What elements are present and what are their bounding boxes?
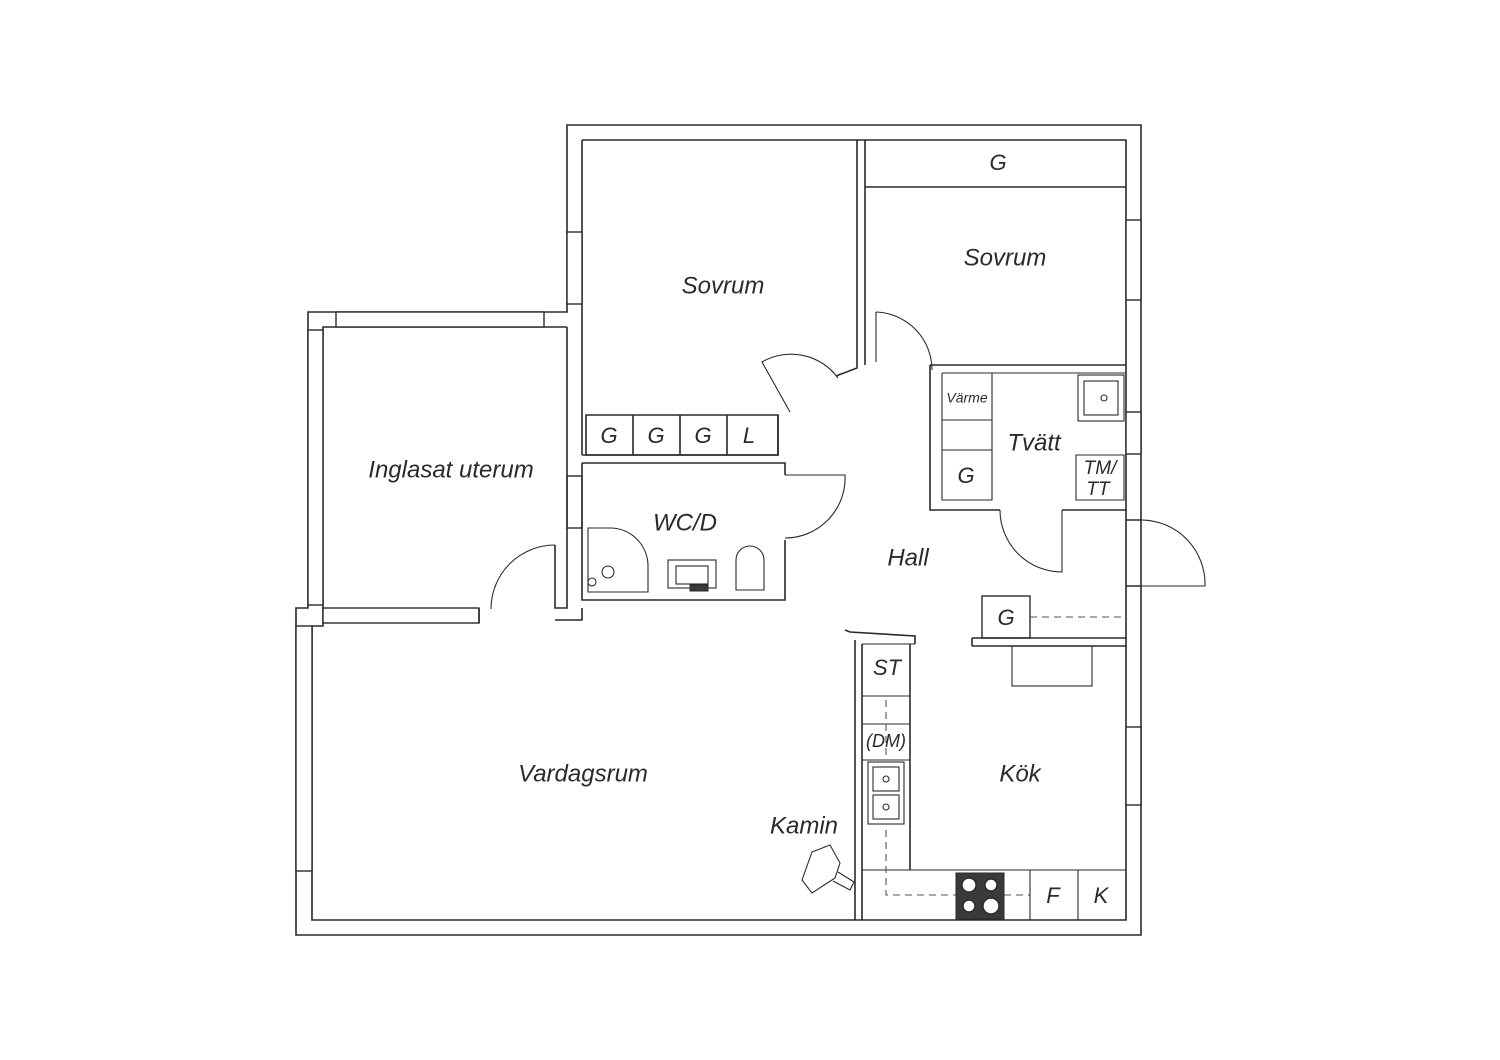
label-st: ST xyxy=(873,655,903,680)
kitchen-sink-icon xyxy=(867,761,905,825)
room-label-tvatt: Tvätt xyxy=(1007,429,1062,456)
window xyxy=(1125,411,1142,455)
kitchen-counter xyxy=(862,643,1126,871)
label-hall-wardrobe: G xyxy=(997,605,1014,630)
shower-drain-icon xyxy=(601,565,615,579)
sovrum-left-door-swing xyxy=(761,353,839,413)
fireplace-icon xyxy=(801,844,855,894)
tvatt-walls xyxy=(929,365,1126,511)
burner-icon xyxy=(962,899,976,913)
burner-icon xyxy=(982,897,1000,915)
label-dm: (DM) xyxy=(866,731,906,751)
burner-icon xyxy=(984,878,998,892)
kitchen-sink-basin-2 xyxy=(872,794,900,820)
room-label-sovrum-left: Sovrum xyxy=(682,272,765,299)
kitchen-sink-basin-1 xyxy=(872,766,900,792)
window xyxy=(566,475,583,529)
label-f: F xyxy=(1046,883,1061,908)
window xyxy=(566,231,583,305)
wc-walls xyxy=(581,462,786,601)
label-tm-tt-2: TT xyxy=(1086,479,1111,500)
room-label-hall: Hall xyxy=(887,544,929,571)
sovrum-right-door-swing xyxy=(875,311,933,371)
window xyxy=(1125,219,1142,301)
toilet-icon xyxy=(735,545,765,591)
room-label-wc-d: WC/D xyxy=(653,509,717,536)
label-linen: L xyxy=(743,423,755,448)
label-wardrobe-3: G xyxy=(694,423,711,448)
label-wardrobe-2: G xyxy=(647,423,664,448)
counter-dashed xyxy=(885,700,956,896)
sink-basin-icon xyxy=(675,565,709,585)
room-label-vardagsrum: Vardagsrum xyxy=(518,760,648,787)
shower-icon xyxy=(587,527,649,593)
label-k: K xyxy=(1094,883,1110,908)
wardrobe-row xyxy=(585,414,779,456)
burner-icon xyxy=(961,877,977,893)
label-tvatt-wardrobe: G xyxy=(957,463,974,488)
window-uterum-top xyxy=(335,311,545,328)
label-wardrobe-1: G xyxy=(600,423,617,448)
room-label-kok: Kök xyxy=(999,760,1042,787)
entry-wall xyxy=(1126,519,1141,587)
tm-tt-box xyxy=(1075,454,1125,501)
label-kamin: Kamin xyxy=(770,812,838,839)
utility-sink-basin-icon xyxy=(1083,380,1119,416)
window-uterum-bottom xyxy=(322,607,480,624)
tvatt-door-swing xyxy=(999,509,1063,573)
kitchen-wall xyxy=(844,629,916,920)
fridge-freezer-box xyxy=(1029,870,1079,920)
drain-icon xyxy=(882,775,890,783)
label-wardrobe-top-right: G xyxy=(989,150,1006,175)
room-label-sovrum-right: Sovrum xyxy=(964,244,1047,271)
label-tm-tt-1: TM/ xyxy=(1084,458,1118,479)
tvatt-inner xyxy=(941,372,1126,501)
uterum-wall xyxy=(478,327,583,623)
window xyxy=(1125,726,1142,806)
entry-door-swing xyxy=(1140,519,1206,587)
drain-icon xyxy=(882,803,890,811)
utility-sink-icon xyxy=(1077,374,1125,422)
faucet-icon xyxy=(689,584,709,592)
room-label-inglasat-uterum: Inglasat uterum xyxy=(368,456,533,483)
kitchen-counter-top xyxy=(971,637,1126,647)
kitchen-hood xyxy=(1011,645,1093,687)
label-varme: Värme xyxy=(946,390,987,406)
uterum-door-swing xyxy=(490,544,556,610)
window-uterum-left xyxy=(307,329,324,606)
shower-head-icon xyxy=(587,577,597,587)
wc-door-swing xyxy=(784,474,846,539)
window-vardagsrum xyxy=(295,625,313,872)
drain-icon xyxy=(1100,394,1108,402)
sovrum-right-walls xyxy=(864,140,1126,366)
